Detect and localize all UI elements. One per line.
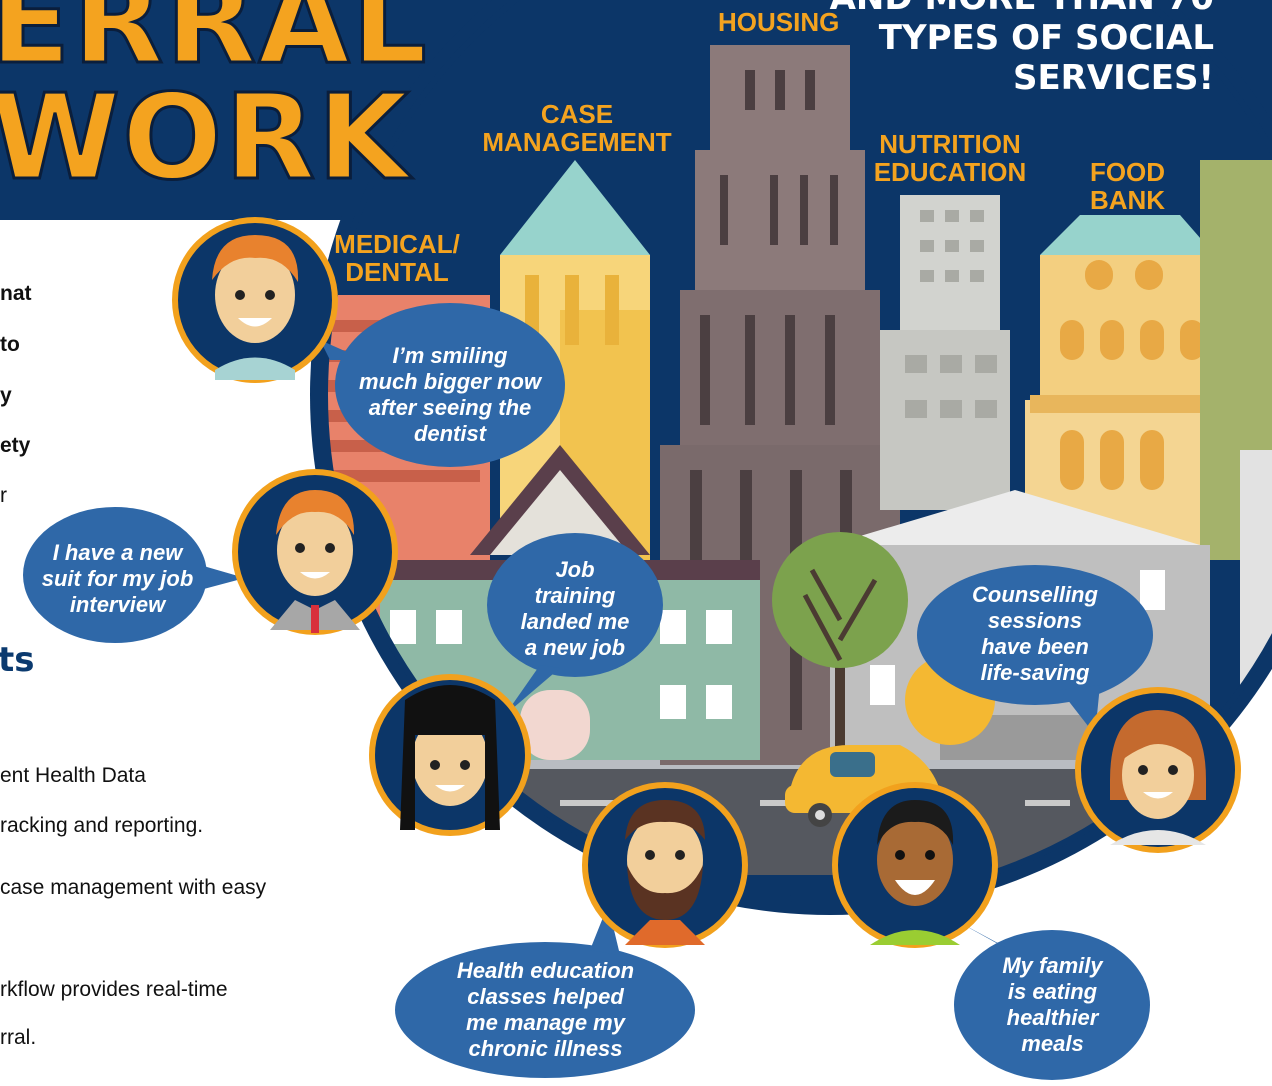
label-case-management: CASE MANAGEMENT [482, 99, 672, 157]
speech-bubbles [23, 303, 1153, 1080]
nutrition-education-building [880, 195, 1010, 510]
left-bold-line-5: r [0, 484, 7, 507]
title-plate [0, 0, 395, 215]
section-heading-fragment: ts [0, 640, 35, 680]
avatar-suit [232, 469, 398, 635]
avatar-medical [172, 217, 338, 383]
left-bold-line-4: ety [0, 434, 31, 457]
body-line-2: racking and reporting. [0, 814, 204, 837]
label-food-bank: FOOD BANK [1089, 157, 1166, 215]
avatar-counselling [1075, 687, 1241, 853]
label-housing: HOUSING [718, 7, 840, 37]
left-bold-line-1: nat [0, 282, 32, 305]
left-bold-line-2: to [0, 333, 20, 356]
header-right-line-0: AND MORE THAN 70 [830, 0, 1214, 18]
avatars [172, 217, 1241, 948]
avatar-job [369, 674, 531, 836]
header-right-line-1: TYPES OF SOCIAL [878, 18, 1214, 58]
body-line-5: rral. [0, 1026, 37, 1049]
avatar-family [832, 782, 998, 948]
label-medical-dental: MEDICAL/ DENTAL [334, 229, 460, 287]
title-line-2: WORK [0, 68, 411, 206]
body-line-4: rkflow provides real-time [0, 978, 228, 1001]
left-bold-line-3: y [0, 384, 12, 407]
title-line-1: ERRAL [0, 0, 429, 90]
label-nutrition-education: NUTRITION EDUCATION [873, 129, 1027, 187]
body-line-1: ent Health Data [0, 764, 146, 787]
avatar-health [582, 782, 748, 948]
right-white-building [1240, 450, 1272, 760]
header-right-line-2: SERVICES! [1012, 58, 1214, 98]
left-white-area [0, 220, 430, 1086]
body-line-3: case management with easy [0, 876, 267, 899]
